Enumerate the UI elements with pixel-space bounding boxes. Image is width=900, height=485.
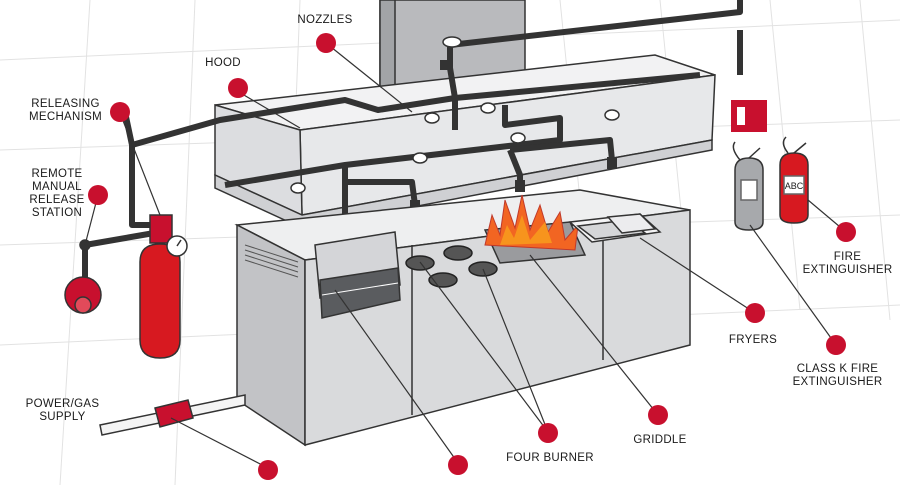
remote-manual-release-station bbox=[64, 239, 102, 314]
fire-extinguisher-sign bbox=[731, 100, 767, 132]
label-releasing-mechanism: RELEASING MECHANISM bbox=[29, 98, 102, 123]
releasing-mechanism-marker bbox=[110, 102, 130, 122]
agent-cylinder bbox=[139, 214, 188, 359]
nozzle-fittings bbox=[410, 60, 617, 212]
vent-slats bbox=[244, 244, 299, 278]
label-power-gas-supply: POWER/GAS SUPPLY bbox=[25, 398, 100, 423]
class-k-extinguisher bbox=[732, 141, 764, 231]
pipe-valves bbox=[290, 36, 620, 194]
fryer-wells bbox=[568, 213, 662, 243]
broiler bbox=[314, 231, 401, 319]
class-k-marker bbox=[826, 335, 846, 355]
griddle-marker bbox=[648, 405, 668, 425]
label-griddle: GRIDDLE bbox=[633, 434, 687, 446]
fryers-marker bbox=[745, 303, 765, 323]
power-gas-supply-pipe bbox=[99, 394, 246, 436]
callout-markers bbox=[88, 33, 856, 480]
remote-release-marker bbox=[88, 185, 108, 205]
label-four-burner: FOUR BURNER bbox=[506, 452, 594, 464]
label-nozzles: NOZZLES bbox=[297, 14, 353, 26]
nozzles-marker bbox=[316, 33, 336, 53]
label-fire-extinguisher: FIRE EXTINGUISHER bbox=[802, 251, 893, 276]
label-fryers: FRYERS bbox=[728, 334, 778, 346]
four-burner-marker bbox=[538, 423, 558, 443]
power-gas-supply-marker bbox=[258, 460, 278, 480]
label-hood: HOOD bbox=[205, 57, 241, 69]
label-remote-manual-release-station: REMOTE MANUAL RELEASE STATION bbox=[29, 168, 85, 219]
fire-extinguisher-marker bbox=[836, 222, 856, 242]
label-abc-tag: ABC bbox=[784, 181, 804, 191]
broiler-marker bbox=[448, 455, 468, 475]
hood-marker bbox=[228, 78, 248, 98]
label-class-k-fire-extinguisher: CLASS K FIRE EXTINGUISHER bbox=[792, 363, 883, 388]
abc-extinguisher bbox=[779, 136, 809, 224]
